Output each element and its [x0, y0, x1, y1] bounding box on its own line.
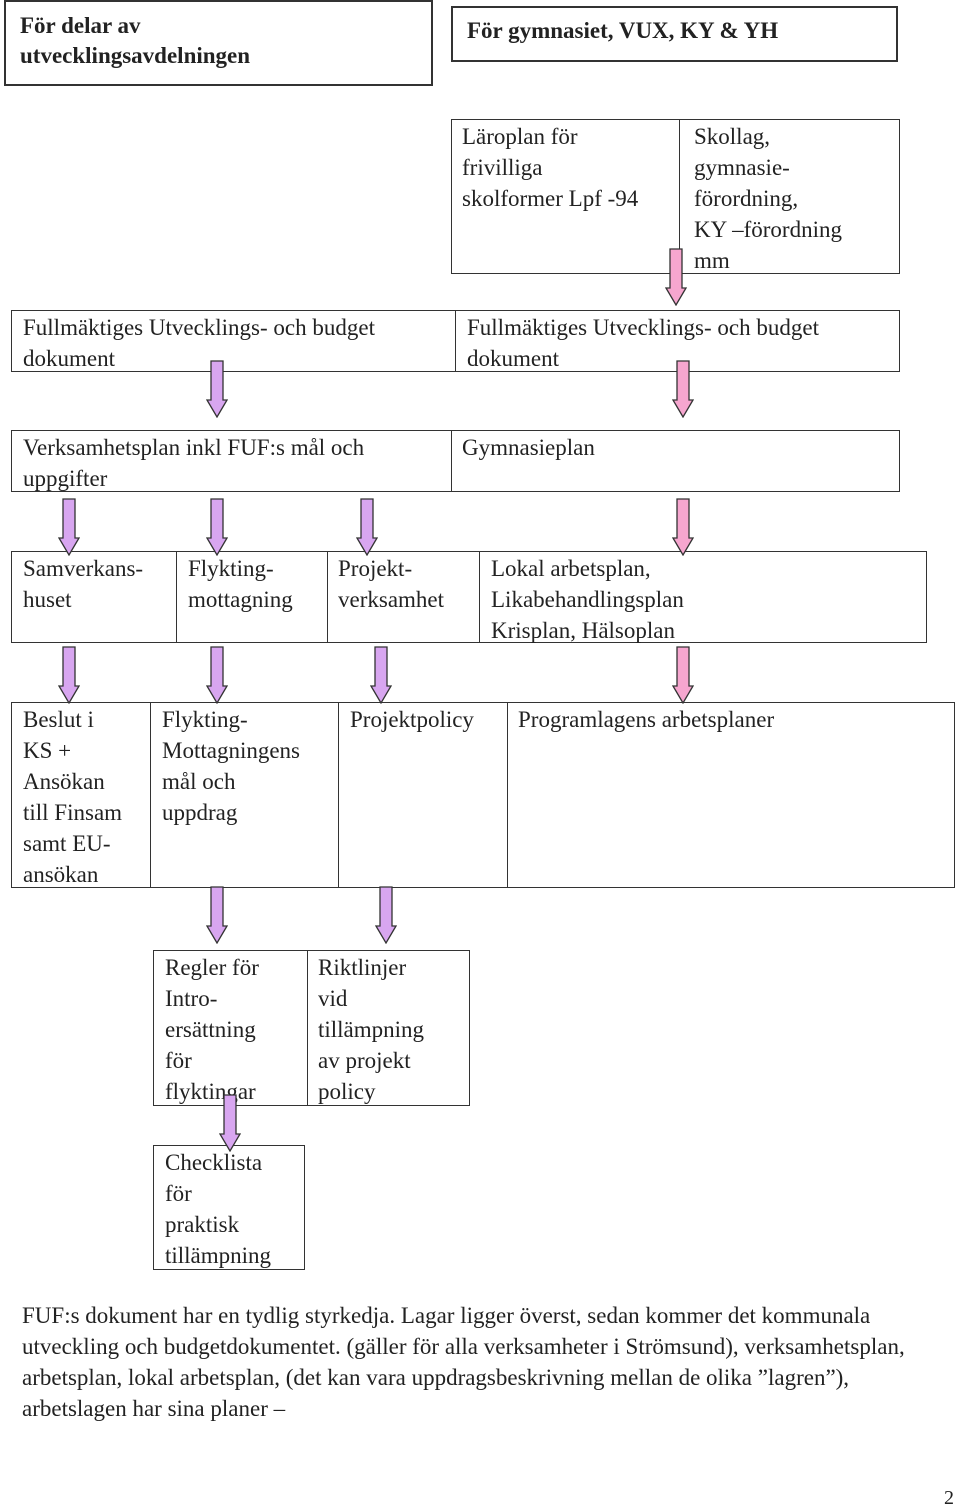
text-skollag: Skollag, gymnasie- förordning, KY –föror… — [694, 124, 842, 273]
box-beslut — [11, 702, 151, 888]
header-box-utvecklingsavdelningen — [4, 0, 433, 86]
text-budget-left: Fullmäktiges Utvecklings- och budget dok… — [23, 315, 375, 371]
text-laroplan: Läroplan för frivilliga skolformer Lpf -… — [462, 124, 639, 211]
arrow-down-icon — [58, 646, 80, 704]
arrow-down-icon — [206, 886, 228, 944]
box-verksamhetsplan — [11, 430, 452, 492]
header-box-gymnasiet — [451, 6, 898, 62]
arrow-down-icon — [206, 498, 228, 556]
text-projektpolicy: Projektpolicy — [350, 707, 474, 732]
box-flykting-mal — [150, 702, 339, 888]
footnote-text: FUF:s dokument har en tydlig styrkedja. … — [22, 1303, 905, 1421]
box-riktlinjer — [307, 950, 470, 1106]
text-projektverksamhet: Projekt- verksamhet — [338, 556, 445, 612]
box-budget-left — [11, 310, 456, 372]
header-right-text: För gymnasiet, VUX, KY & YH — [467, 18, 779, 43]
header-left-text: För delar av utvecklingsavdelningen — [20, 13, 251, 68]
arrow-down-icon — [665, 248, 687, 306]
page-number: 2 — [944, 1487, 954, 1509]
box-projektpolicy — [338, 702, 508, 888]
box-laroplan — [451, 119, 680, 274]
box-gymnasieplan — [451, 430, 900, 492]
text-budget-right: Fullmäktiges Utvecklings- och budget dok… — [467, 315, 819, 371]
box-regler — [153, 950, 308, 1106]
box-checklista — [153, 1145, 305, 1270]
text-regler: Regler för Intro- ersättning för flyktin… — [165, 955, 259, 1104]
text-flykting-mal: Flykting- Mottagningens mål och uppdrag — [162, 707, 300, 825]
arrow-down-icon — [356, 498, 378, 556]
box-flyktingmottagning — [176, 551, 328, 643]
arrow-down-icon — [206, 646, 228, 704]
box-skollag — [679, 119, 900, 274]
arrow-down-icon — [375, 886, 397, 944]
arrow-down-icon — [672, 498, 694, 556]
arrow-down-icon — [219, 1094, 241, 1152]
text-samverkanshuset: Samverkans- huset — [23, 556, 144, 612]
text-verksamhetsplan: Verksamhetsplan inkl FUF:s mål och uppgi… — [23, 435, 365, 491]
text-flyktingmottagning: Flykting- mottagning — [188, 556, 293, 612]
arrow-down-icon — [206, 360, 228, 418]
box-lokal-arbetsplan — [479, 551, 927, 643]
arrow-down-icon — [370, 646, 392, 704]
box-programlagens — [507, 702, 955, 888]
text-programlagens: Programlagens arbetsplaner — [518, 707, 775, 732]
text-lokal-arbetsplan: Lokal arbetsplan, Likabehandlingsplan Kr… — [491, 556, 684, 643]
arrow-down-icon — [672, 646, 694, 704]
arrow-down-icon — [58, 498, 80, 556]
text-riktlinjer: Riktlinjer vid tillämpning av projekt po… — [318, 955, 425, 1104]
box-samverkanshuset — [11, 551, 177, 643]
text-gymnasieplan: Gymnasieplan — [462, 435, 595, 460]
arrow-down-icon — [672, 360, 694, 418]
text-beslut: Beslut i KS + Ansökan till Finsam samt E… — [23, 707, 123, 887]
text-checklista: Checklista för praktisk tillämpning — [165, 1150, 272, 1268]
